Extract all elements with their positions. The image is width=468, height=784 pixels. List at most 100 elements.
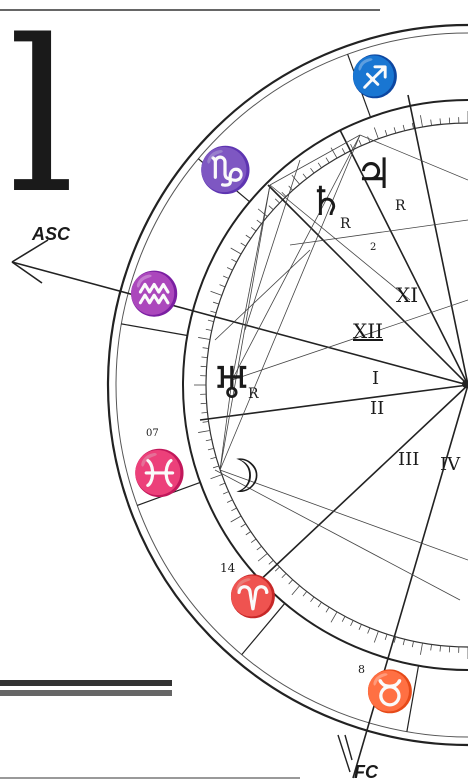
degree-tick	[206, 329, 212, 330]
degree-tick	[246, 235, 251, 238]
degree-tick	[206, 439, 212, 440]
degree-tick	[351, 620, 354, 625]
house-1-label: I	[372, 368, 379, 389]
degree-tick	[258, 553, 267, 561]
degree-tick	[231, 259, 236, 262]
degree-tick	[374, 631, 378, 642]
degree-tick	[275, 567, 279, 571]
degree-tick	[440, 646, 441, 652]
outer-ring	[108, 25, 468, 745]
degree-tick	[359, 624, 361, 629]
degree-tick	[292, 175, 300, 184]
degree-tick	[431, 644, 432, 650]
degree-tick	[385, 634, 387, 640]
degree-tick	[303, 174, 307, 179]
degree-tick	[282, 573, 286, 577]
degree-tick	[210, 457, 216, 459]
degree-tick	[198, 430, 210, 432]
degree-tick	[431, 120, 432, 126]
asc-label: ASC	[31, 224, 71, 244]
degree-tick	[342, 148, 345, 153]
degree-tick	[292, 586, 300, 595]
degree-tick	[275, 199, 279, 203]
degree-tick	[269, 560, 273, 564]
degree-tick	[310, 597, 314, 602]
degree-tick	[326, 158, 329, 163]
outer-ring-inner	[116, 33, 468, 737]
degree-tick	[208, 320, 214, 321]
degree-tick	[213, 466, 219, 468]
degree-tick	[303, 591, 307, 596]
degree-tick	[198, 337, 210, 339]
title-glyph: l	[8, 0, 75, 240]
saturn-retrograde-mark: R	[340, 216, 351, 232]
degree-tick	[203, 421, 209, 422]
chart-center	[462, 380, 468, 388]
sagittarius-glyph: ♐	[350, 53, 400, 100]
degree-tick	[359, 140, 361, 145]
degree-tick	[241, 524, 246, 527]
pisces-glyph: ♓	[132, 448, 187, 499]
degree-tick	[231, 508, 236, 511]
degree-tick	[269, 206, 273, 210]
degree-tick	[241, 243, 246, 246]
degree-tick	[403, 125, 404, 131]
bottom-bar-shade	[0, 690, 172, 696]
degree-tick	[412, 641, 413, 647]
chart-wheel	[108, 25, 468, 745]
degree-tick	[257, 220, 262, 224]
degree-tick	[201, 412, 207, 413]
house-2-label: II	[370, 398, 384, 419]
degree-tick	[289, 580, 293, 584]
degree-tick	[251, 227, 256, 231]
bottom-bar	[0, 680, 172, 686]
degree-tick	[211, 291, 222, 295]
degree-tick	[394, 127, 396, 133]
degree-tick	[403, 639, 404, 645]
degree-tick	[203, 348, 209, 349]
degree-tick	[420, 115, 422, 127]
degree-tick	[231, 248, 241, 254]
degree-mark: 8	[358, 663, 365, 676]
degree-tick	[223, 276, 228, 278]
degree-mark: 07	[146, 428, 159, 439]
aries-glyph: ♈	[228, 573, 278, 620]
degree-tick	[257, 546, 262, 550]
fc-axis	[353, 385, 468, 778]
jupiter-glyph: ♃	[355, 149, 393, 198]
degree-tick	[213, 302, 219, 304]
degree-tick	[246, 532, 251, 535]
capricorn-glyph: ♑	[198, 145, 253, 196]
degree-tick	[318, 163, 321, 168]
house-11-label: XI	[396, 283, 418, 307]
degree-tick	[440, 118, 441, 124]
saturn-glyph: ♄	[308, 179, 344, 225]
jupiter-retrograde-mark: R	[395, 198, 406, 214]
degree-mark: 14	[220, 561, 236, 575]
cusp-3	[255, 385, 468, 585]
degree-mark: 2	[370, 242, 376, 253]
degree-tick	[368, 628, 370, 634]
house-3-label: III	[398, 449, 419, 470]
degree-tick	[385, 130, 387, 136]
degree-tick	[231, 516, 241, 522]
degree-tick	[326, 607, 329, 612]
degree-tick	[208, 448, 214, 449]
degree-tick	[374, 128, 378, 139]
fc-label: FC	[354, 762, 379, 782]
aquarius-glyph: ♒	[128, 269, 180, 318]
uranus-retrograde-mark: R	[248, 386, 259, 402]
taurus-glyph: ♉	[365, 668, 415, 715]
sign-division	[121, 324, 187, 336]
cusp-10	[408, 95, 468, 385]
degree-tick	[282, 192, 286, 196]
degree-tick	[342, 616, 345, 621]
degree-tick	[420, 643, 422, 655]
degree-tick	[318, 602, 321, 607]
degree-tick	[251, 539, 256, 543]
degree-tick	[227, 268, 232, 271]
uranus-glyph: ♅	[212, 358, 251, 409]
degree-tick	[201, 357, 207, 358]
degree-tick	[210, 311, 216, 313]
